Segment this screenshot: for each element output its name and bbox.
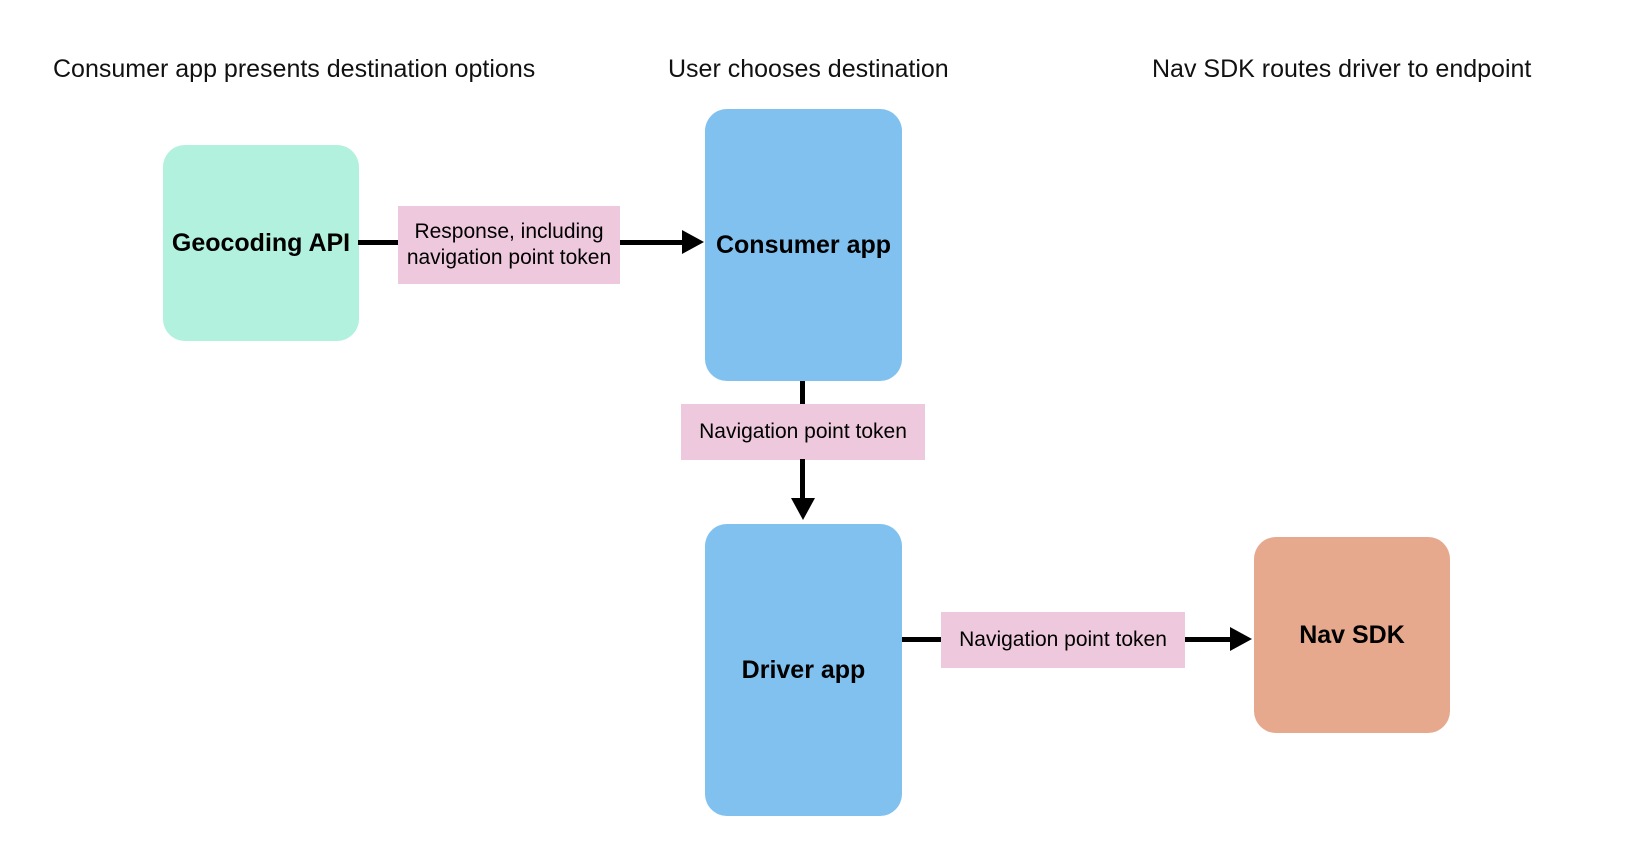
arrowhead-right-icon-to-consumer-app [682, 230, 704, 254]
edge-label-response-including-navigation-point-token: Response, including navigation point tok… [398, 206, 620, 284]
node-geocoding-api[interactable]: Geocoding API [163, 145, 359, 341]
column-header-nav-sdk-routes-driver-to-endpoint: Nav SDK routes driver to endpoint [1152, 55, 1532, 83]
arrowhead-down-icon-to-driver-app [791, 498, 815, 520]
node-consumer-app[interactable]: Consumer app [705, 109, 902, 381]
edge-label-navigation-point-token-consumer-to-driver: Navigation point token [681, 404, 925, 460]
connector-geocoding-api-to-response-label [358, 240, 400, 245]
connector-consumer-app-to-navigation-point-token-label [800, 381, 805, 405]
edge-label-navigation-point-token-driver-to-nav-sdk: Navigation point token [941, 612, 1185, 668]
node-consumer-app-label: Consumer app [715, 231, 892, 259]
column-header-user-chooses-destination: User chooses destination [668, 55, 949, 83]
node-geocoding-api-label: Geocoding API [171, 229, 351, 257]
connector-navigation-point-token-label-to-nav-sdk [1185, 637, 1233, 642]
connector-driver-app-to-navigation-point-token-label [902, 637, 942, 642]
connector-response-label-to-consumer-app [620, 240, 686, 245]
connector-navigation-point-token-label-to-driver-app [800, 459, 805, 501]
column-header-consumer-app-presents-destination-options: Consumer app presents destination option… [53, 55, 536, 83]
node-driver-app[interactable]: Driver app [705, 524, 902, 816]
node-nav-sdk[interactable]: Nav SDK [1254, 537, 1450, 733]
arrowhead-right-icon-to-nav-sdk [1230, 627, 1252, 651]
node-nav-sdk-label: Nav SDK [1299, 621, 1405, 649]
node-driver-app-label: Driver app [741, 656, 866, 684]
